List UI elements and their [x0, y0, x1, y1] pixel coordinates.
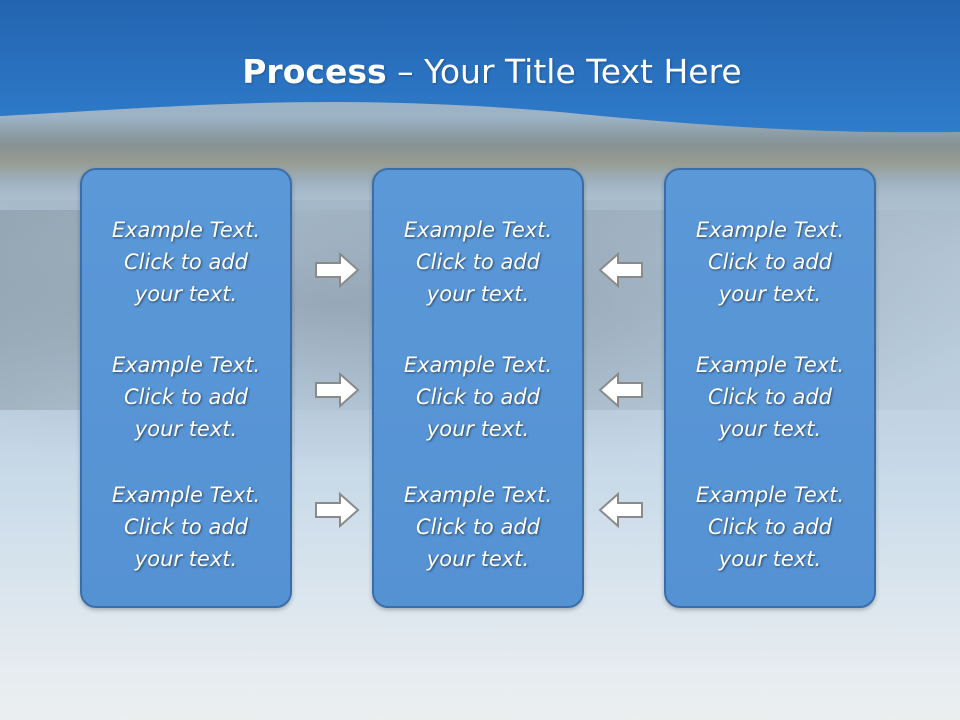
text-placeholder[interactable]: Example Text. Click to add your text. — [111, 353, 261, 441]
arrow-left-icon — [598, 252, 643, 288]
arrow-left-icon — [598, 492, 643, 528]
text-placeholder[interactable]: Example Text. Click to add your text. — [695, 218, 845, 306]
title-rest: – Your Title Text Here — [386, 52, 742, 91]
text-placeholder[interactable]: Example Text. Click to add your text. — [403, 483, 553, 571]
process-column-3[interactable]: Example Text. Click to add your text. Ex… — [664, 168, 876, 608]
page-title[interactable]: Process – Your Title Text Here — [0, 52, 960, 91]
header-banner — [0, 0, 960, 133]
text-placeholder[interactable]: Example Text. Click to add your text. — [111, 483, 261, 571]
arrow-right-icon — [315, 372, 360, 408]
arrow-left-icon — [598, 372, 643, 408]
text-placeholder[interactable]: Example Text. Click to add your text. — [403, 353, 553, 441]
arrow-right-icon — [315, 252, 360, 288]
process-column-1[interactable]: Example Text. Click to add your text. Ex… — [80, 168, 292, 608]
title-bold: Process — [242, 52, 387, 91]
text-placeholder[interactable]: Example Text. Click to add your text. — [111, 218, 261, 306]
arrow-right-icon — [315, 492, 360, 528]
text-placeholder[interactable]: Example Text. Click to add your text. — [695, 483, 845, 571]
text-placeholder[interactable]: Example Text. Click to add your text. — [403, 218, 553, 306]
text-placeholder[interactable]: Example Text. Click to add your text. — [695, 353, 845, 441]
process-column-2[interactable]: Example Text. Click to add your text. Ex… — [372, 168, 584, 608]
